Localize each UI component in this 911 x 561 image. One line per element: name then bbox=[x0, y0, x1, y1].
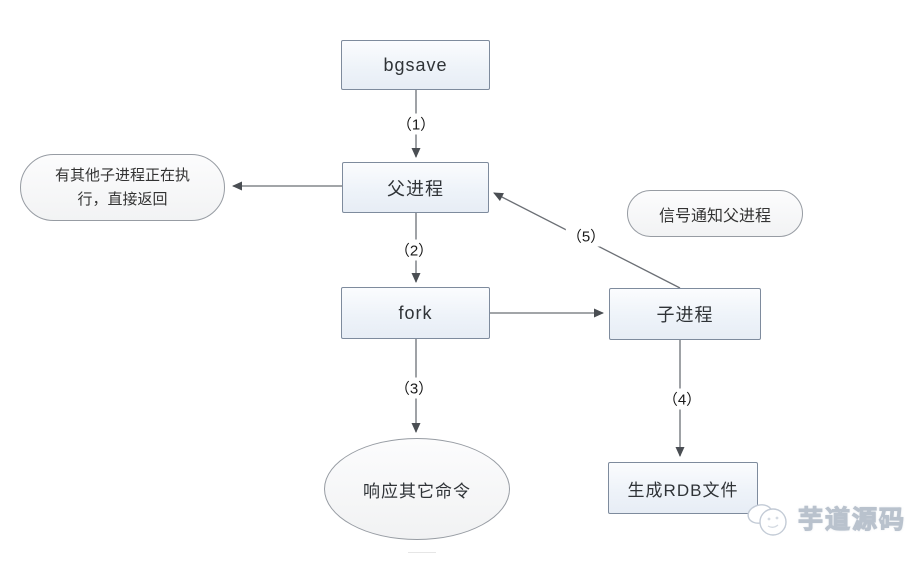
node-other-child-running-label: 有其他子进程正在执行，直接返回 bbox=[54, 167, 190, 208]
edge-label-step4: （4） bbox=[661, 388, 703, 410]
edge-label-step3: （3） bbox=[393, 377, 435, 399]
node-generate-rdb-file-label: 生成RDB文件 bbox=[627, 480, 739, 500]
node-bgsave: bgsave bbox=[341, 40, 490, 90]
node-parent-process-label: 父进程 bbox=[387, 178, 444, 199]
node-respond-other-commands-label: 响应其它命令 bbox=[363, 481, 471, 501]
node-other-child-running: 有其他子进程正在执行，直接返回 bbox=[20, 154, 225, 221]
node-fork: fork bbox=[341, 287, 490, 339]
node-fork-label: fork bbox=[398, 302, 433, 323]
edge-label-step5: （5） bbox=[565, 225, 607, 247]
node-child-process: 子进程 bbox=[609, 288, 761, 340]
faint-artifact-line bbox=[408, 552, 436, 553]
node-generate-rdb-file: 生成RDB文件 bbox=[608, 462, 758, 514]
node-signal-notify-parent: 信号通知父进程 bbox=[627, 190, 803, 237]
edge-label-step2: （2） bbox=[393, 239, 435, 261]
node-parent-process: 父进程 bbox=[342, 162, 489, 213]
node-child-process-label: 子进程 bbox=[656, 305, 714, 325]
node-respond-other-commands: 响应其它命令 bbox=[324, 438, 510, 540]
edge-label-step1: （1） bbox=[395, 113, 437, 135]
node-bgsave-label: bgsave bbox=[383, 54, 448, 75]
node-signal-notify-parent-label: 信号通知父进程 bbox=[658, 207, 771, 225]
